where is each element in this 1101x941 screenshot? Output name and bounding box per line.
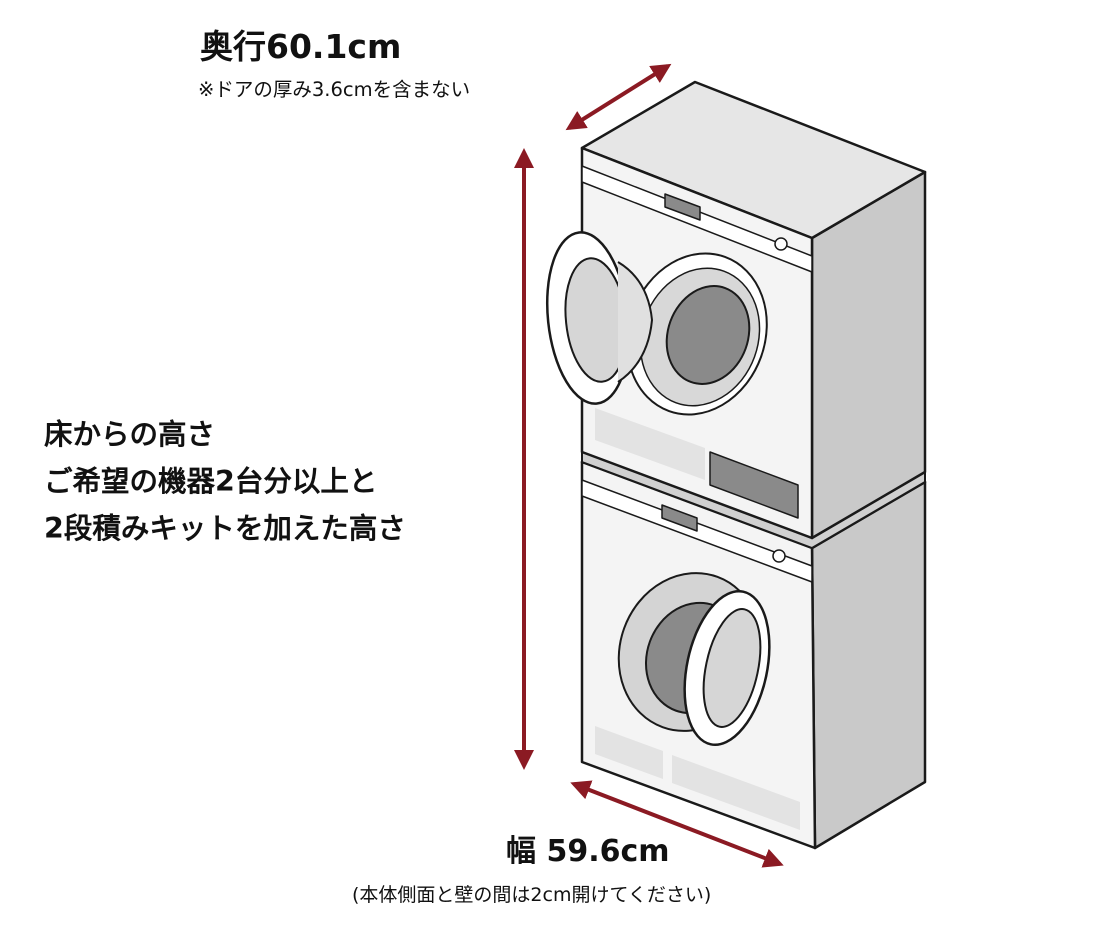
bottom-lower-panel-left [595, 726, 663, 779]
width-note: (本体側面と壁の間は2cm開けてください) [352, 884, 712, 906]
height-label-line-2: ご希望の機器2台分以上と [44, 465, 378, 498]
top-drum [665, 285, 751, 385]
top-machine [545, 80, 927, 540]
top-filter-panel [709, 451, 799, 519]
bottom-display [661, 504, 698, 532]
depth-dimension-label: 奥行60.1cm [200, 27, 402, 66]
bottom-door-glass [702, 608, 762, 728]
top-power-knob [774, 237, 788, 251]
width-dimension-label: 幅 59.6cm [506, 834, 670, 869]
bottom-power-knob [772, 549, 786, 563]
depth-arrow [565, 63, 672, 131]
width-arrow [570, 780, 784, 868]
top-door-hinge [617, 261, 653, 383]
height-label-line-1: 床からの高さ [44, 418, 216, 451]
height-label-line-3: 2段積みキットを加えた高さ [44, 512, 406, 545]
top-lower-panel [595, 408, 705, 480]
depth-note: ※ドアの厚み3.6cmを含まない [198, 78, 471, 101]
top-display [664, 193, 701, 221]
